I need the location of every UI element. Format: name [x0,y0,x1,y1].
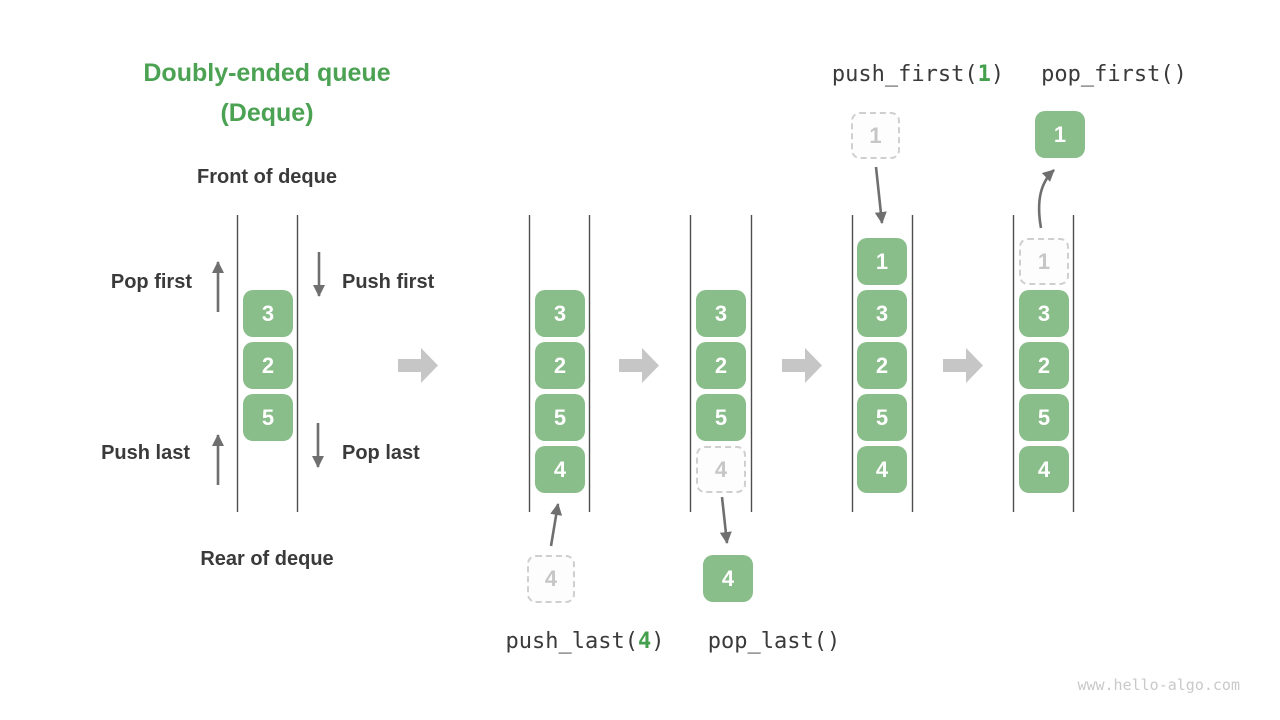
pop-last-ghost-cell: 4 [696,446,746,493]
push-last-incoming-arrow [549,503,563,547]
front-of-deque-label: Front of deque [197,166,337,188]
push-last-incoming-ghost-cell: 4 [527,555,575,603]
push-first-code-prefix: push_first( [831,62,978,87]
diagram-title-line1: Doubly-ended queue [143,59,391,87]
pop-first-deque-cell: 3 [1019,290,1069,337]
legend-deque-cell: 3 [243,290,293,337]
pop-last-code-label: pop_last() [707,629,841,654]
push-first-legend-label: Push first [342,271,435,293]
pop-last-deque-cell: 3 [696,290,746,337]
pop-first-ghost-cell: 1 [1019,238,1069,285]
push-last-code-prefix: push_last( [505,629,638,654]
state-transition-arrow-2 [619,348,659,383]
push-first-deque-cell: 3 [857,290,907,337]
state-transition-arrow-4 [943,348,983,383]
push-first-code-suffix: ) [990,62,1005,87]
pop-last-outgoing-arrow [719,496,732,544]
push-last-deque-cell: 5 [535,394,585,441]
pop-last-deque-cell: 5 [696,394,746,441]
pop-first-code-label: pop_first() [1041,62,1187,87]
push-first-incoming-arrow [874,166,887,224]
pop-last-legend-label: Pop last [342,442,420,464]
push-last-code-label: push_last(4) [465,630,705,654]
diagram-title-line2: (Deque) [220,99,314,127]
state-transition-arrow-1 [398,348,438,383]
push-last-code-arg: 4 [637,629,652,654]
pop-last-outgoing-cell: 4 [703,555,753,602]
push-last-code-suffix: ) [651,629,665,654]
push-first-incoming-ghost-cell: 1 [851,112,900,159]
push-first-deque-cell: 5 [857,394,907,441]
push-first-deque-cell: 4 [857,446,907,493]
legend-deque-cell: 5 [243,394,293,441]
push-last-deque-cell: 4 [535,446,585,493]
push-last-legend-label: Push last [101,442,190,464]
push-first-code-arg: 1 [977,62,991,87]
pop-first-deque-cell: 4 [1019,446,1069,493]
push-first-deque-cell: 1 [857,238,907,285]
pop-first-outgoing-arrow [1037,169,1055,229]
pop-first-legend-label: Pop first [110,271,192,293]
pop-first-deque-cell: 2 [1019,342,1069,389]
legend-deque-cell: 2 [243,342,293,389]
pop-first-deque-cell: 5 [1019,394,1069,441]
pop-first-outgoing-cell: 1 [1035,111,1085,158]
push-last-deque-cell: 2 [535,342,585,389]
push-first-code-label: push_first(1) [798,63,1038,87]
push-first-deque-cell: 2 [857,342,907,389]
push-last-deque-cell: 3 [535,290,585,337]
watermark: www.hello-algo.com [1077,676,1240,694]
state-transition-arrow-3 [782,348,822,383]
pop-last-deque-cell: 2 [696,342,746,389]
rear-of-deque-label: Rear of deque [200,548,334,570]
